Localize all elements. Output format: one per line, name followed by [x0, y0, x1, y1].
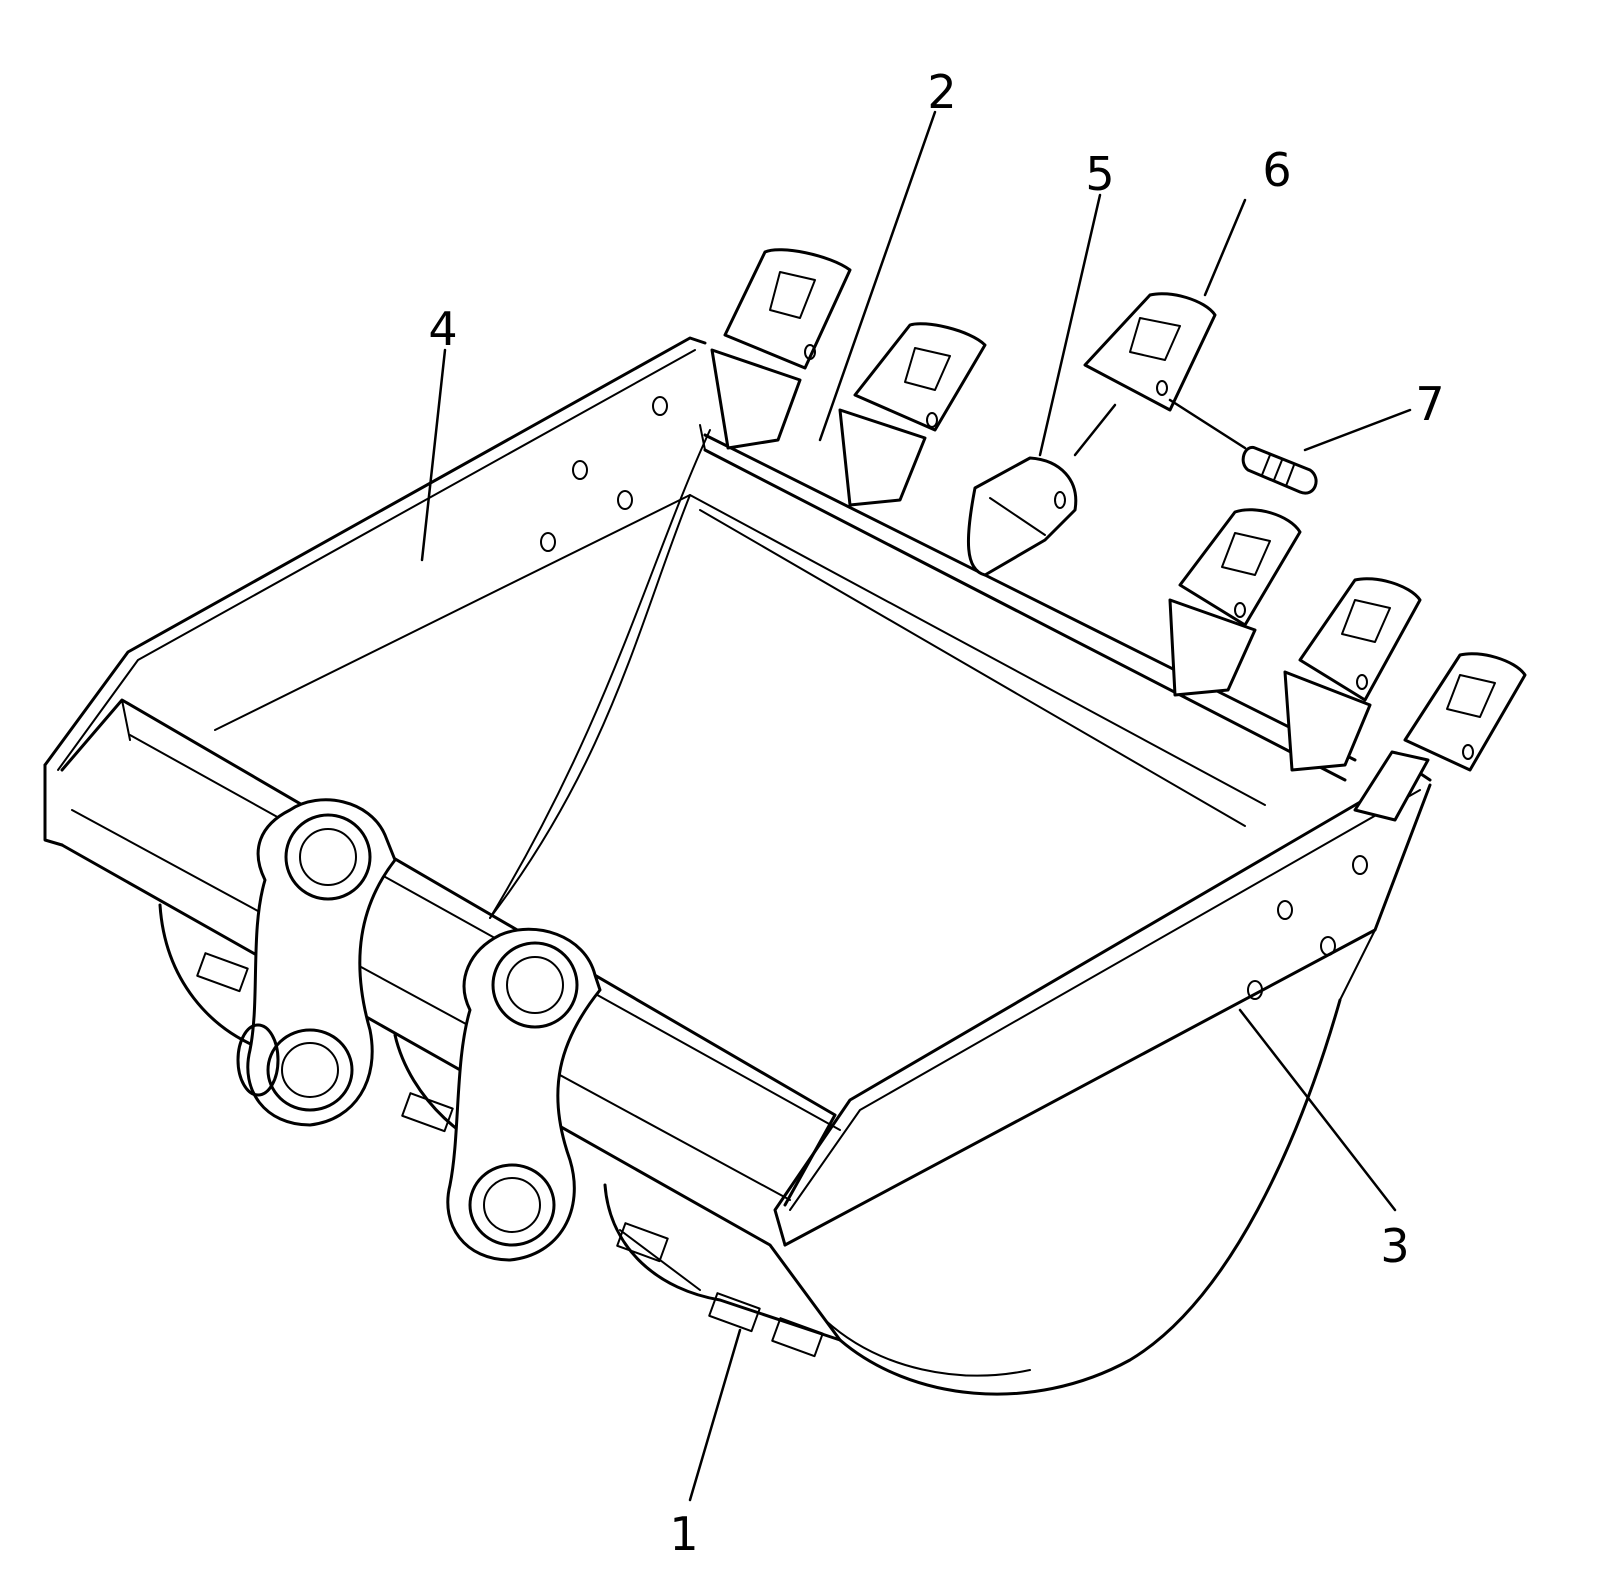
teeth-row	[710, 248, 1527, 822]
callout-5: 5	[1085, 147, 1114, 201]
leader-7	[1303, 408, 1412, 452]
leader-6	[1203, 198, 1247, 297]
leader-5	[1038, 193, 1102, 457]
callout-6: 6	[1262, 143, 1291, 197]
callout-1: 1	[669, 1507, 698, 1561]
leader-3	[1238, 1008, 1397, 1212]
callout-2: 2	[927, 65, 956, 119]
cutting-edge-plate	[699, 424, 1357, 782]
tooth-1	[710, 248, 852, 450]
callout-7: 7	[1415, 377, 1444, 431]
side-plate-left	[43, 336, 707, 847]
callout-4: 4	[428, 302, 457, 356]
tooth-2	[838, 322, 987, 507]
tooth-3	[1168, 508, 1302, 697]
boss-right	[446, 927, 602, 1262]
boss-left	[236, 798, 397, 1127]
side-plate-right	[773, 768, 1432, 1247]
leader-4	[420, 348, 447, 562]
leader-lines	[420, 110, 1412, 1502]
callout-labels: 1 2 3 4 5 6 7	[428, 65, 1444, 1561]
rear-beam	[60, 698, 842, 1358]
leader-1	[688, 1328, 742, 1502]
adapter-tooth-5	[967, 456, 1078, 577]
callout-3: 3	[1380, 1219, 1409, 1273]
leader-5-6	[1073, 403, 1117, 457]
pin-7	[1241, 445, 1318, 495]
tooth-5	[1353, 652, 1527, 822]
tooth-6-exploded	[1083, 292, 1217, 412]
tooth-4	[1283, 577, 1422, 772]
leader-6-7	[1168, 398, 1247, 450]
leader-2	[818, 110, 937, 442]
bucket-shell	[214, 429, 1342, 1396]
